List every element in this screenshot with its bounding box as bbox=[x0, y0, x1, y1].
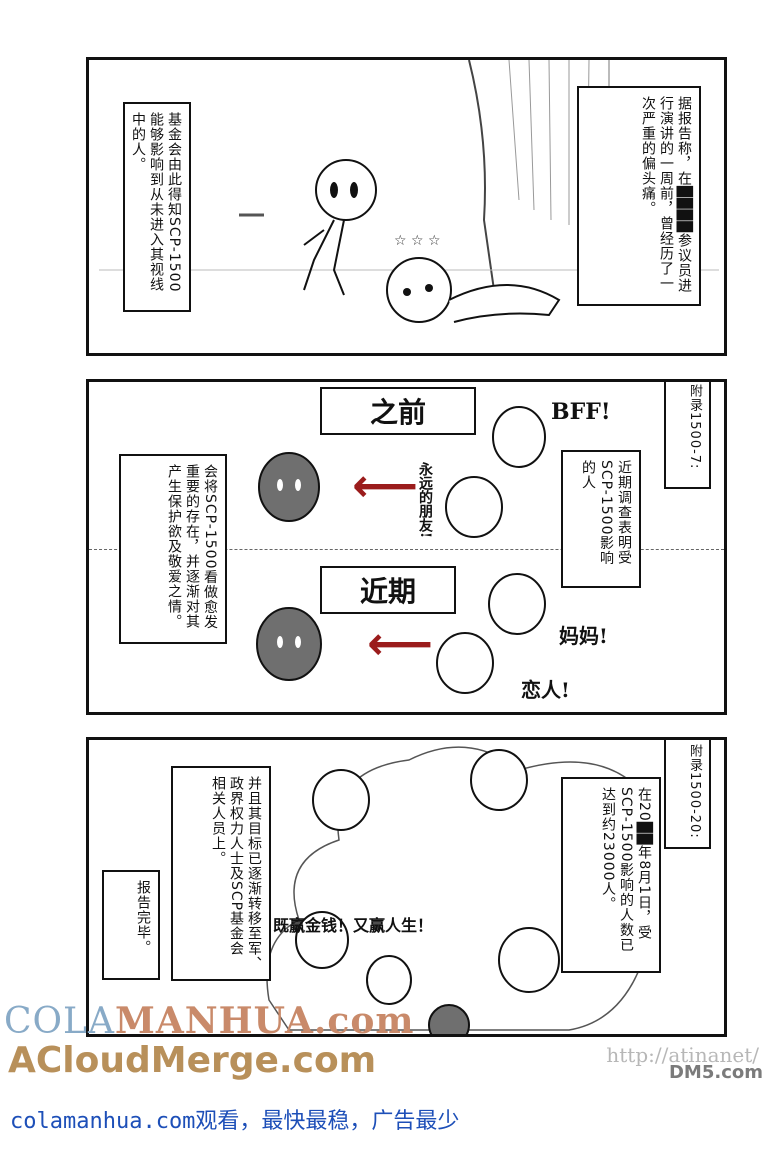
svg-text:☆ ☆ ☆: ☆ ☆ ☆ bbox=[394, 233, 441, 249]
panel-3-art bbox=[266, 746, 650, 1034]
label-recent: 近期 bbox=[320, 566, 456, 614]
brand-watermark-top: COLAMANHUA.com bbox=[4, 1000, 414, 1042]
brand-watermark-bottom: ACloudMerge.com bbox=[8, 1040, 377, 1081]
appendix-tag-1500-20: 附录1500-20: bbox=[664, 740, 711, 849]
panel-1: ☆ ☆ ☆ 基金会由此得知SCP-1500能够影响到从未进入其视线中的人。 据报… bbox=[86, 57, 727, 356]
label-before: 之前 bbox=[320, 387, 476, 435]
hand-mom: 妈妈! bbox=[559, 624, 608, 648]
hand-forever-friend: 永远的朋友! bbox=[417, 462, 433, 539]
caption-senator-report: 据报告称，在████参议员进行演讲的一周前，曾经历了一次严重的偏头痛。 bbox=[577, 86, 701, 306]
brand-top-b: MANHUA.com bbox=[114, 1000, 415, 1042]
hand-bff: BFF! bbox=[551, 399, 611, 425]
panel-2-art bbox=[256, 406, 546, 694]
caption-target-shift: 并且其目标已逐渐转移至军、政界权力人士及SCP基金会相关人员上。 bbox=[171, 766, 271, 981]
red-arrow-recent: ⟵ bbox=[367, 616, 433, 670]
hand-win-money: 既赢金钱！又赢人生！ bbox=[273, 916, 434, 935]
dm5-logo: DM5.com bbox=[668, 1062, 763, 1083]
caption-protective-affection: 会将SCP-1500看做愈发重要的存在，并逐渐对其产生保护欲及敬爱之情。 bbox=[119, 454, 227, 644]
divider-dashed bbox=[89, 549, 724, 550]
caption-affected-count: 在20██年8月1日，受SCP-1500影响的人数已达到约23000人。 bbox=[561, 777, 661, 973]
panel-2: 之前 近期 附录1500-7: 近期调查表明受SCP-1500影响的人 会将SC… bbox=[86, 379, 727, 715]
caption-recent-survey: 近期调查表明受SCP-1500影响的人 bbox=[561, 450, 641, 588]
red-arrow-before: ⟵ bbox=[352, 458, 418, 512]
panel-3: 附录1500-20: 在20██年8月1日，受SCP-1500影响的人数已达到约… bbox=[86, 737, 727, 1037]
panel-1-art: ☆ ☆ ☆ bbox=[99, 60, 719, 323]
footer-promo-link[interactable]: colamanhua.com观看，最快最稳，广告最少 bbox=[10, 1109, 460, 1134]
caption-foundation-learned: 基金会由此得知SCP-1500能够影响到从未进入其视线中的人。 bbox=[123, 102, 191, 312]
url-watermark: http://atinanet/ bbox=[606, 1043, 759, 1067]
hand-lover: 恋人! bbox=[521, 678, 570, 702]
appendix-tag-1500-7: 附录1500-7: bbox=[664, 382, 711, 489]
brand-top-a: COLA bbox=[4, 1001, 115, 1042]
caption-report-end: 报告完毕。 bbox=[102, 870, 160, 980]
